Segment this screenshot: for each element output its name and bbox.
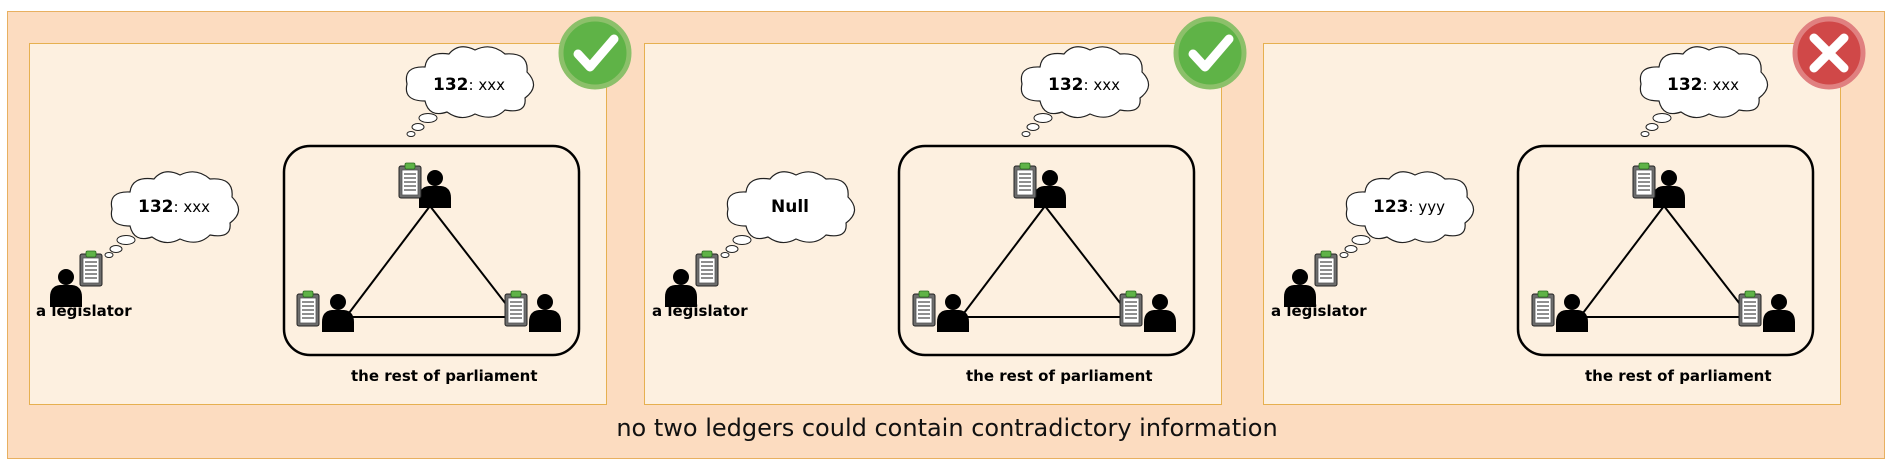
legislator-icon (1284, 269, 1316, 307)
parliament-member-icon (1653, 170, 1685, 208)
thought-bubble-dots (104, 235, 136, 258)
thought-bubble-dots (1640, 113, 1672, 137)
thought-bubble-dots (406, 113, 438, 137)
parliament-member-icon (322, 294, 354, 332)
checkmark-icon (1176, 19, 1244, 87)
parliament-label: the rest of parliament (1585, 367, 1772, 385)
clipboard-icon (79, 250, 103, 287)
cross-icon (1795, 19, 1863, 87)
parliament-label: the rest of parliament (351, 367, 538, 385)
diagram-caption: no two ledgers could contain contradicto… (616, 414, 1278, 442)
legislator-thought-text: 123: yyy (1373, 197, 1445, 217)
clipboard-icon (1013, 162, 1037, 199)
checkmark-icon (561, 19, 629, 87)
clipboard-icon (1738, 290, 1762, 327)
thought-bubble-dots (1339, 235, 1371, 258)
clipboard-icon (1632, 162, 1656, 199)
clipboard-icon (1314, 250, 1338, 287)
parliament-member-icon (1556, 294, 1588, 332)
clipboard-icon (504, 290, 528, 327)
parliament-member-icon (937, 294, 969, 332)
parliament-thought-text: 132: xxx (1667, 75, 1739, 95)
parliament-thought-text: 132: xxx (1048, 75, 1120, 95)
legislator-icon (665, 269, 697, 307)
legislator-thought-text: Null (771, 197, 809, 217)
legislator-thought-text: 132: xxx (138, 197, 210, 217)
parliament-member-icon (419, 170, 451, 208)
parliament-member-icon (1144, 294, 1176, 332)
parliament-member-icon (1763, 294, 1795, 332)
clipboard-icon (695, 250, 719, 287)
legislator-icon (50, 269, 82, 307)
thought-bubble-dots (720, 235, 752, 258)
parliament-thought-text: 132: xxx (433, 75, 505, 95)
clipboard-icon (1531, 290, 1555, 327)
parliament-label: the rest of parliament (966, 367, 1153, 385)
parliament-member-icon (529, 294, 561, 332)
clipboard-icon (296, 290, 320, 327)
clipboard-icon (398, 162, 422, 199)
clipboard-icon (912, 290, 936, 327)
thought-bubble-dots (1021, 113, 1053, 137)
parliament-member-icon (1034, 170, 1066, 208)
clipboard-icon (1119, 290, 1143, 327)
